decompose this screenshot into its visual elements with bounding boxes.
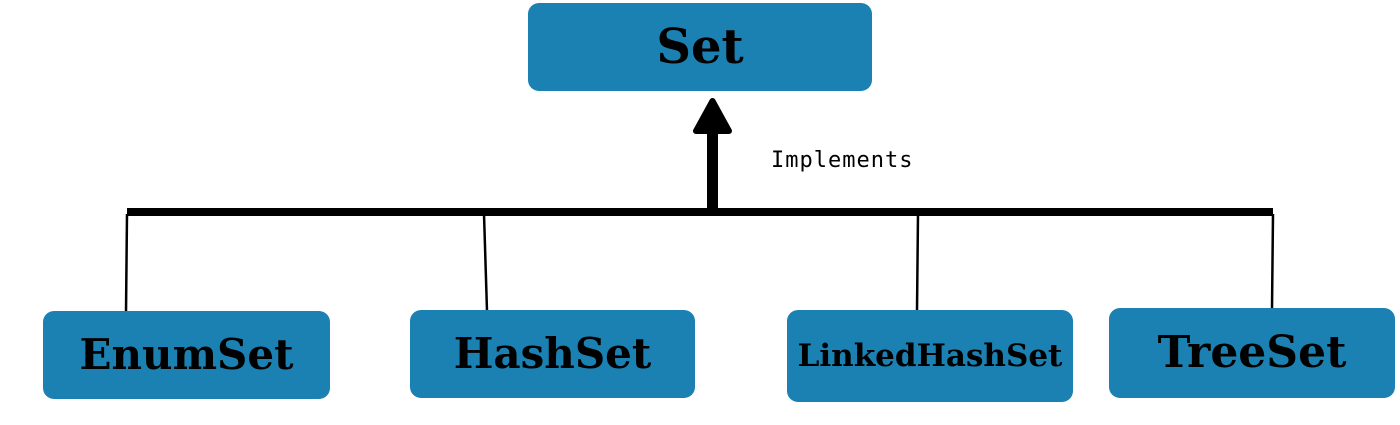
node-set-label: Set xyxy=(656,19,744,75)
node-hashset: HashSet xyxy=(410,310,695,398)
up-arrow-icon xyxy=(693,98,732,134)
connector-treeset xyxy=(1270,213,1275,310)
connector-linkedhashset xyxy=(915,213,920,312)
node-enumset: EnumSet xyxy=(43,311,330,399)
node-hashset-label: HashSet xyxy=(453,329,652,378)
connector-hashset xyxy=(482,213,489,312)
node-treeset: TreeSet xyxy=(1109,308,1395,398)
node-linkedhashset-label: LinkedHashSet xyxy=(797,337,1063,374)
connector-enumset xyxy=(124,213,129,313)
node-enumset-label: EnumSet xyxy=(79,330,294,379)
node-linkedhashset: LinkedHashSet xyxy=(787,310,1073,402)
node-treeset-label: TreeSet xyxy=(1157,327,1347,378)
implements-label: Implements xyxy=(771,148,914,173)
node-set: Set xyxy=(528,3,872,91)
